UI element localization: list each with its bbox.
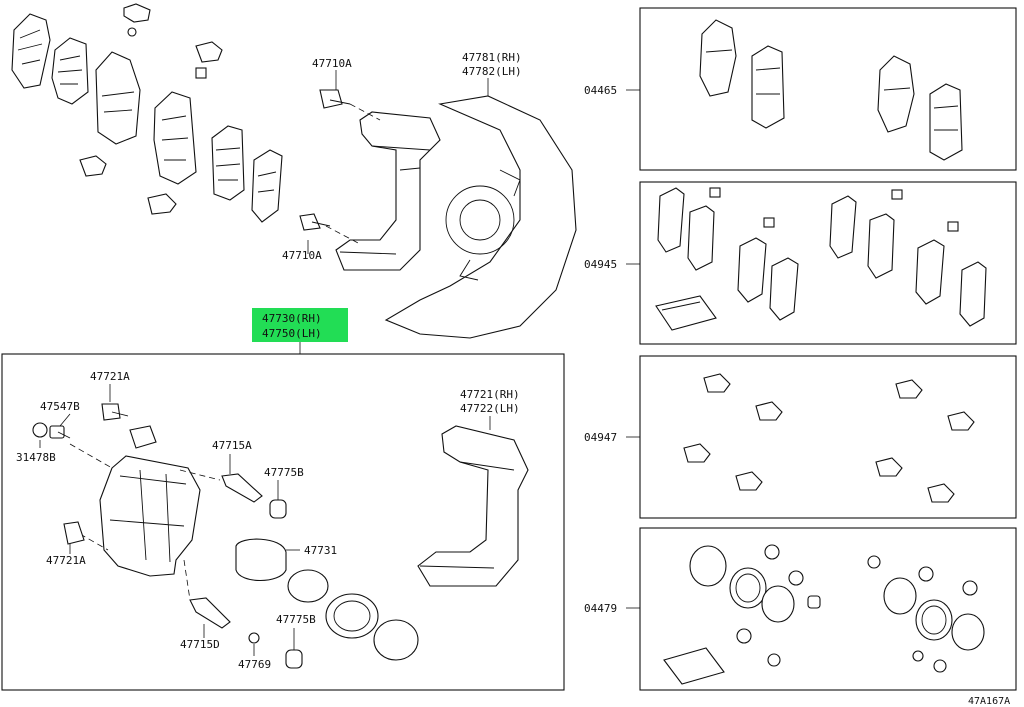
kit-04465-pads <box>699 19 963 161</box>
label-47715a: 47715A <box>212 439 252 452</box>
dust-cover <box>384 78 577 339</box>
kit-04479-seals <box>663 544 985 685</box>
label-kit-04465: 04465 <box>584 84 617 97</box>
label-47775b-bottom: 47775B <box>276 613 316 626</box>
kit-04945-shims <box>655 187 987 331</box>
caliper-small-parts <box>32 403 419 669</box>
label-kit-04947: 04947 <box>584 431 617 444</box>
kit-box-04947 <box>639 355 1017 519</box>
mounting-upper <box>299 70 441 271</box>
label-47721-rh: 47721(RH) <box>460 388 520 401</box>
label-kit-04479: 04479 <box>584 602 617 615</box>
label-47750-lh: 47750(LH) <box>262 327 322 340</box>
caliper-body <box>69 425 221 601</box>
label-31478b: 31478B <box>16 451 56 464</box>
label-highlight <box>252 308 348 342</box>
label-kit-04945: 04945 <box>584 258 617 271</box>
label-47722-lh: 47722(LH) <box>460 402 520 415</box>
label-47781-rh: 47781(RH) <box>462 51 522 64</box>
label-47710a-lower: 47710A <box>282 249 322 262</box>
label-47721a-top: 47721A <box>90 370 130 383</box>
figure-id: 47A167A <box>968 696 1010 707</box>
label-47782-lh: 47782(LH) <box>462 65 522 78</box>
label-47769: 47769 <box>238 658 271 671</box>
kit-box-04465 <box>639 7 1017 171</box>
label-47710a-upper: 47710A <box>312 57 352 70</box>
caliper-assembly-box <box>1 353 565 691</box>
mounting-lower <box>417 416 529 587</box>
label-47721a-bottom: 47721A <box>46 554 86 567</box>
pad-group-upper-left <box>11 3 283 223</box>
kit-04947-fittings <box>683 373 975 503</box>
label-47547b: 47547B <box>40 400 80 413</box>
kit-box-04479 <box>639 527 1017 691</box>
label-47730-rh: 47730(RH) <box>262 312 322 325</box>
label-47715d: 47715D <box>180 638 220 651</box>
kit-box-04945 <box>639 181 1017 345</box>
label-47731: 47731 <box>304 544 337 557</box>
label-47775b-top: 47775B <box>264 466 304 479</box>
